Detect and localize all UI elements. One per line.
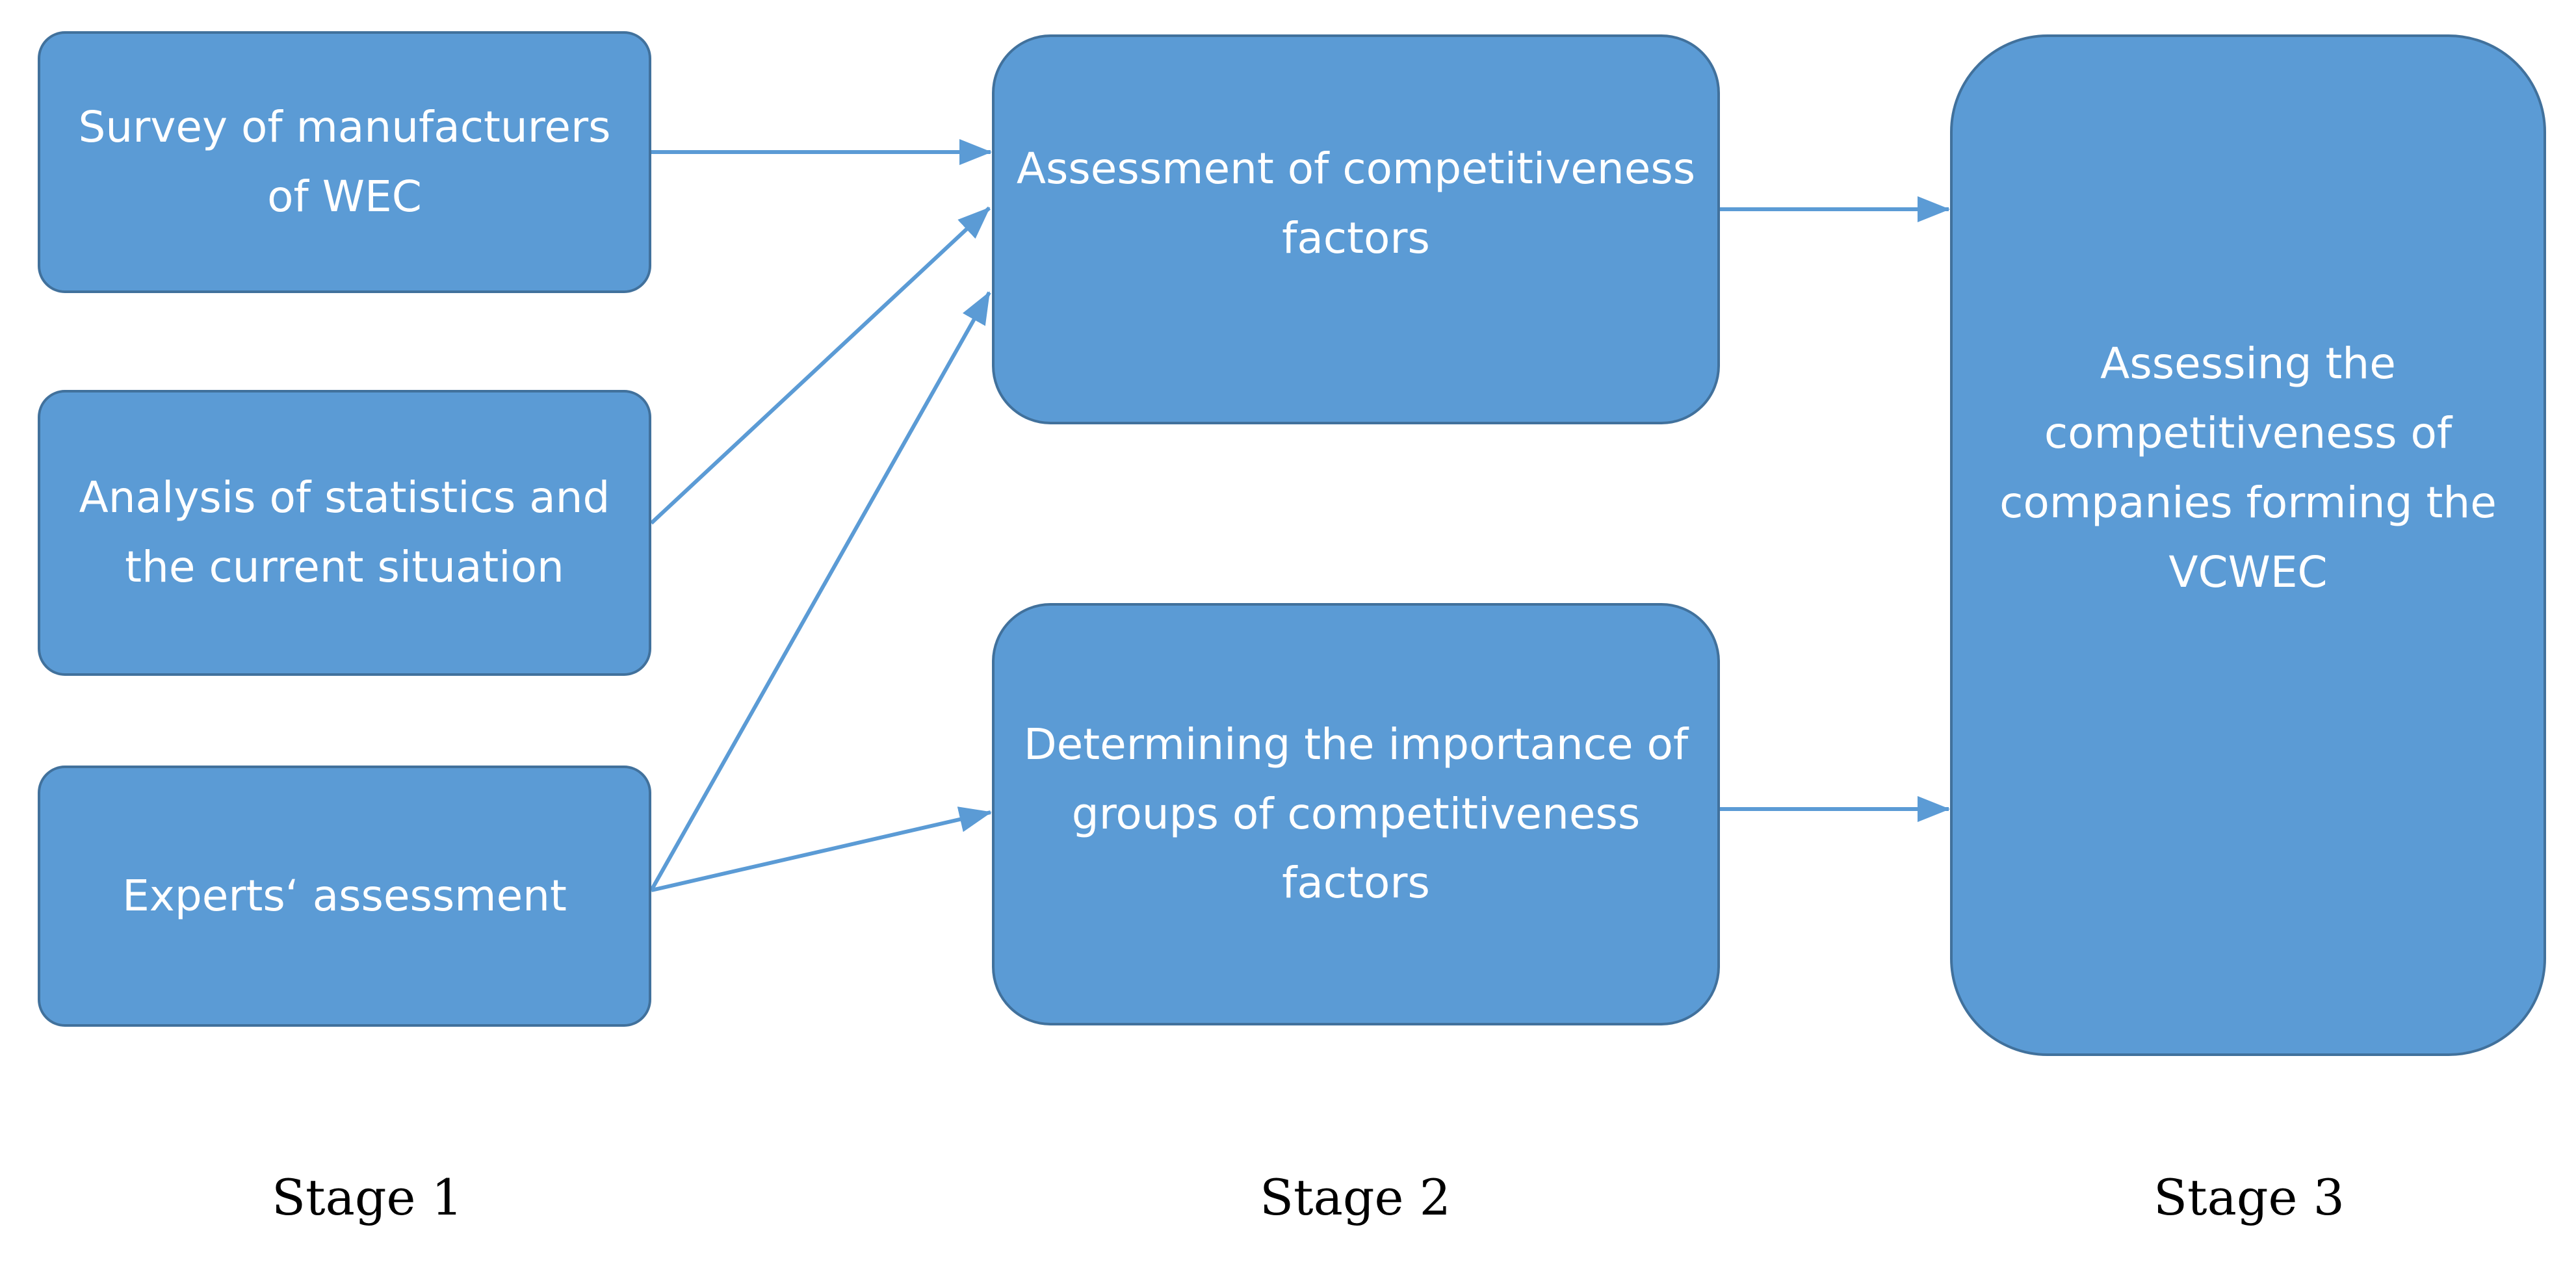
node-experts-label: Experts‘ assessment [122, 870, 567, 921]
stage-3-label: Stage 3 [2153, 1168, 2345, 1226]
node-assessing-competitiveness: Assessing the competitiveness of compani… [1950, 34, 2546, 1056]
node-statistics-label: Analysis of statistics and the current s… [79, 472, 610, 592]
stage-2-label: Stage 2 [1259, 1168, 1451, 1226]
node-experts-assessment: Experts‘ assessment [38, 766, 651, 1027]
node-assessing-label: Assessing the competitiveness of compani… [1999, 339, 2497, 597]
arrow-experts-to-importance [651, 806, 992, 892]
node-survey-label: Survey of manufacturers of WEC [78, 101, 611, 222]
node-importance-label: Determining the importance of groups of … [1023, 719, 1689, 908]
stage-1-label: Stage 1 [271, 1168, 463, 1226]
node-assessment-of-factors: Assessment of competitiveness factors [992, 34, 1720, 424]
node-survey-of-manufacturers: Survey of manufacturers of WEC [38, 31, 651, 293]
node-determining-importance: Determining the importance of groups of … [992, 603, 1720, 1025]
arrow-experts-to-factors [649, 291, 991, 892]
node-analysis-of-statistics: Analysis of statistics and the current s… [38, 390, 651, 676]
node-factors-label: Assessment of competitiveness factors [1016, 144, 1696, 263]
arrow-statistics-to-factors [649, 206, 991, 525]
